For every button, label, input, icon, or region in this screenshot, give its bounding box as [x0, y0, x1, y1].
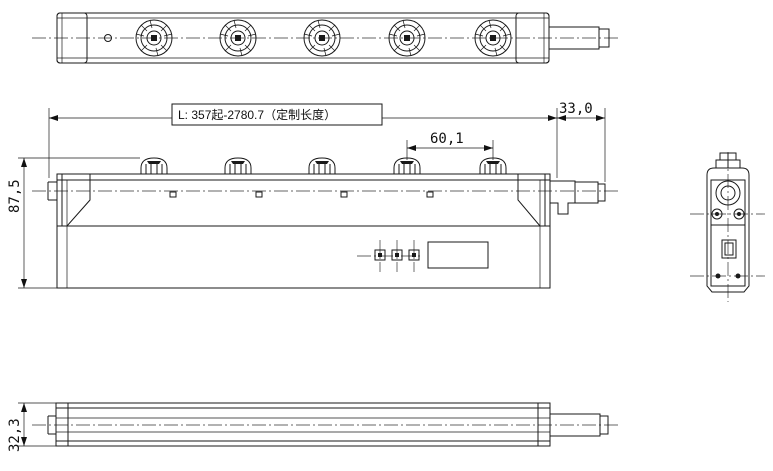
nozzle-side-4 [393, 157, 421, 174]
length-label-box [171, 103, 383, 126]
side-view [690, 152, 765, 302]
length-label: L: 357起-2780.7（定制长度） [178, 107, 336, 122]
indicator-leds [357, 240, 420, 272]
nozzle-top-2 [219, 19, 257, 57]
nozzle-top-1 [135, 19, 173, 57]
nozzle-pitch-dimension: 60,1 [430, 131, 464, 147]
nozzle-side-2 [224, 157, 252, 174]
end-extension-dimension: 33,0 [559, 101, 593, 117]
label-plate [427, 241, 489, 269]
nozzle-top-5 [474, 19, 512, 57]
front-view [32, 157, 618, 289]
bottom-view [32, 402, 620, 447]
nozzle-side-3 [308, 157, 336, 174]
height-dimension: 87,5 [7, 179, 23, 213]
nozzle-top-4 [388, 19, 426, 57]
thickness-dimension: 32,3 [7, 418, 23, 452]
top-view [32, 12, 620, 64]
nozzle-side-1 [140, 157, 168, 174]
nozzle-side-5 [479, 157, 507, 174]
nozzle-top-3 [303, 19, 341, 57]
dimensions: L: 357起-2780.7（定制长度） 33,0 60,1 87,5 32,3 [7, 101, 606, 452]
